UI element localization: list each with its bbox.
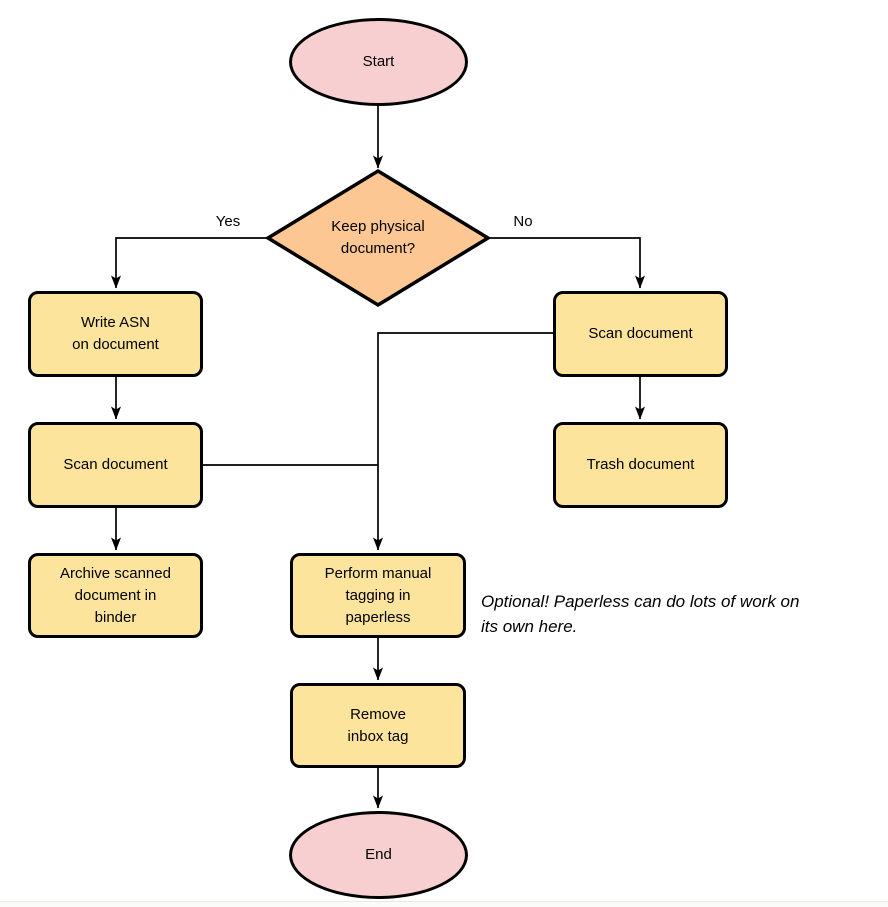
archive-node: Archive scanned document in binder <box>28 553 203 638</box>
remove-inbox-tag-label: Remove inbox tag <box>347 705 409 745</box>
scan-document-left-label: Scan document <box>63 456 168 473</box>
write-asn-label: Write ASN on document <box>72 314 159 353</box>
trash-document-node: Trash document <box>553 422 728 508</box>
start-node: Start <box>289 18 468 106</box>
manual-tagging-label: Perform manual tagging in paperless <box>324 564 432 626</box>
optional-note: Optional! Paperless can do lots of work … <box>481 592 800 636</box>
edge-label-yes: Yes <box>215 213 241 230</box>
decision-node: Keep physical document? <box>268 170 488 306</box>
write-asn-node: Write ASN on document <box>28 291 203 377</box>
trash-document-label: Trash document <box>586 456 695 473</box>
decision-diamond-shape <box>264 168 492 308</box>
remove-inbox-tag-node: Remove inbox tag <box>290 683 466 768</box>
archive-label: Archive scanned document in binder <box>60 564 171 626</box>
edge-scanright-to-tagging <box>373 332 553 551</box>
page-bottom-divider <box>0 901 888 907</box>
end-node: End <box>289 811 468 899</box>
edge-label-no: No <box>513 213 533 230</box>
scan-document-right-label: Scan document <box>588 325 693 342</box>
scan-document-left-node: Scan document <box>28 422 203 508</box>
edge-decision-yes <box>111 237 266 289</box>
decision-label: Keep physical document? <box>331 218 425 257</box>
manual-tagging-node: Perform manual tagging in paperless <box>290 553 466 638</box>
start-label: Start <box>362 53 395 70</box>
end-label: End <box>365 846 392 863</box>
edge-decision-no <box>488 237 645 289</box>
scan-document-right-node: Scan document <box>553 291 728 377</box>
